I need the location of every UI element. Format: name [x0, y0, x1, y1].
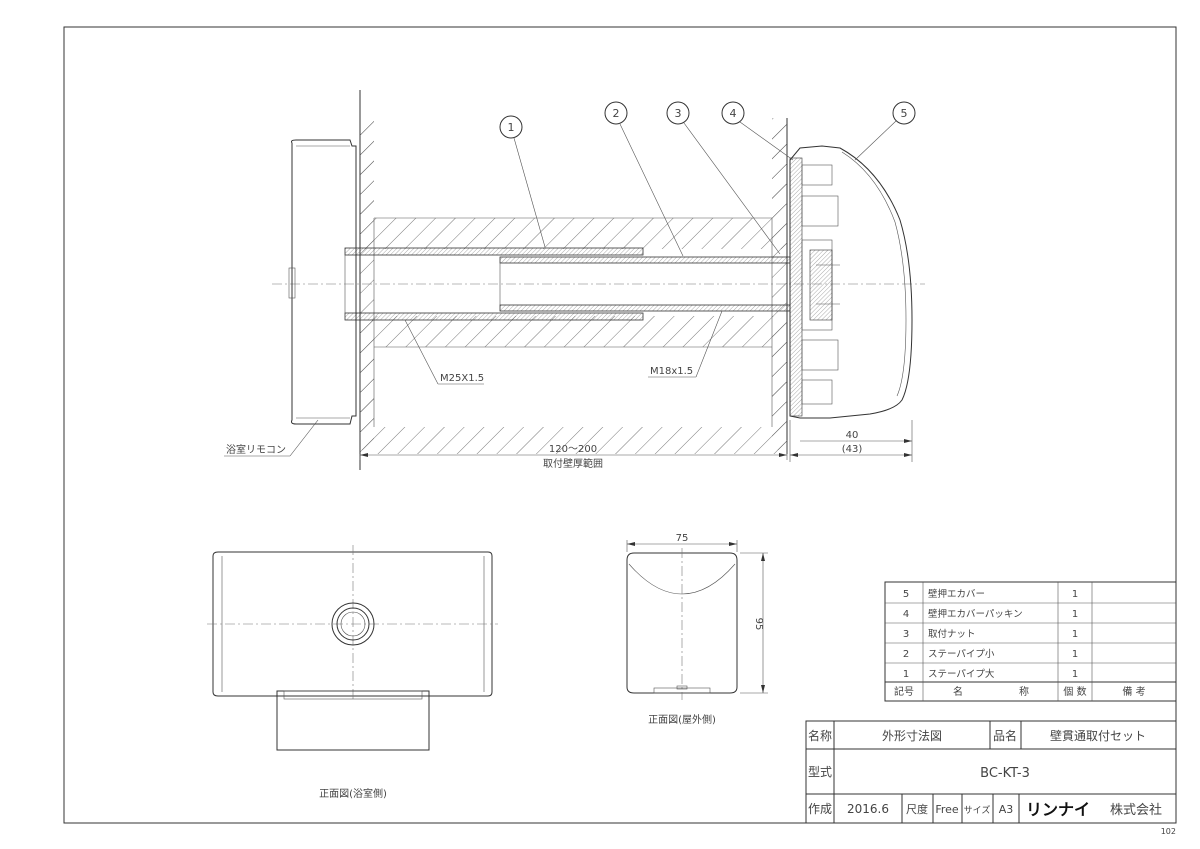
- stay-pipe-large: [344, 247, 644, 256]
- part-row-2-no: 2: [903, 649, 909, 660]
- callout-m25: M25X1.5: [404, 319, 484, 385]
- part-row-5-no: 5: [903, 589, 909, 600]
- part-row-4-qty: 1: [1072, 609, 1078, 620]
- svg-text:正面図(浴室側): 正面図(浴室側): [319, 787, 387, 800]
- svg-text:M25X1.5: M25X1.5: [440, 373, 484, 384]
- svg-text:4: 4: [730, 107, 737, 120]
- balloon-2: 2: [604, 101, 684, 257]
- company-suffix: 株式会社: [1110, 802, 1162, 818]
- svg-text:3: 3: [675, 107, 682, 120]
- title-size-label: サイズ: [964, 804, 991, 816]
- balloon-5: 5: [854, 101, 916, 161]
- title-scale-label: 尺度: [906, 802, 928, 816]
- sheet-border: [63, 26, 1177, 824]
- part-row-1-name: ステーパイプ大: [928, 668, 995, 680]
- svg-text:浴室リモコン: 浴室リモコン: [226, 443, 286, 456]
- parts-header-note: 備 考: [1122, 685, 1145, 698]
- title-block: 名称 外形寸法図 品名 壁貫通取付セット 型式 BC-KT-3 作成 2016.…: [805, 720, 1177, 824]
- svg-text:2: 2: [613, 107, 620, 120]
- dim-wall-range: 120～200 取付壁厚範囲: [359, 440, 788, 470]
- part-row-2-name: ステーパイプ小: [928, 649, 995, 660]
- svg-text:(43): (43): [842, 444, 863, 455]
- balloon-1: 1: [499, 115, 546, 248]
- front-view-outdoor: 75 95 正面図(屋外側): [626, 533, 768, 726]
- part-row-2-qty: 1: [1072, 649, 1078, 660]
- svg-text:正面図(屋外側): 正面図(屋外側): [648, 713, 716, 726]
- title-made-label: 作成: [808, 802, 832, 816]
- wall-cover: [789, 145, 913, 419]
- stay-pipe-small: [499, 256, 791, 264]
- svg-text:1: 1: [508, 121, 515, 134]
- title-size-value: A3: [999, 803, 1014, 816]
- svg-text:40: 40: [846, 430, 859, 441]
- svg-text:75: 75: [676, 533, 689, 544]
- bath-remote-body: [291, 139, 357, 425]
- part-row-1-no: 1: [903, 669, 909, 680]
- balloon-4: 4: [721, 101, 794, 161]
- title-made-value: 2016.6: [847, 802, 889, 816]
- svg-text:95: 95: [753, 618, 764, 631]
- sheet-code: 102: [1161, 827, 1176, 836]
- front-view-bath: 正面図(浴室側): [207, 545, 498, 800]
- title-name-label: 名称: [808, 728, 832, 743]
- part-row-3-qty: 1: [1072, 629, 1078, 640]
- svg-text:取付壁厚範囲: 取付壁厚範囲: [543, 457, 603, 470]
- callout-remote: 浴室リモコン: [224, 419, 319, 457]
- callout-m18: M18x1.5: [648, 310, 723, 378]
- title-model-value: BC-KT-3: [980, 766, 1030, 781]
- part-row-4-name: 壁押エカバーパッキン: [928, 608, 1023, 620]
- part-row-3-no: 3: [903, 629, 909, 640]
- company-logo: リンナイ: [1026, 800, 1090, 819]
- part-row-3-name: 取付ナット: [928, 629, 976, 640]
- section-view: 1 2 3 4 5 M25X1.5: [224, 90, 925, 470]
- part-row-1-qty: 1: [1072, 669, 1078, 680]
- title-name-value: 外形寸法図: [882, 729, 942, 743]
- part-row-5-qty: 1: [1072, 589, 1078, 600]
- parts-header-name-a: 名: [953, 685, 963, 698]
- svg-text:M18x1.5: M18x1.5: [650, 366, 693, 377]
- parts-header-no: 記号: [894, 685, 914, 698]
- svg-text:120～200: 120～200: [549, 444, 597, 455]
- parts-list: 5 壁押エカバー 1 4 壁押エカバーパッキン 1 3 取付ナット 1 2 ステ…: [884, 581, 1177, 702]
- title-scale-value: Free: [935, 803, 959, 816]
- part-row-5-name: 壁押エカバー: [928, 588, 985, 600]
- parts-header-qty: 個 数: [1063, 685, 1086, 698]
- svg-text:5: 5: [901, 107, 908, 120]
- title-product-value: 壁貫通取付セット: [1050, 728, 1146, 743]
- balloon-3: 3: [666, 101, 781, 255]
- title-product-label: 品名: [993, 728, 1017, 743]
- part-row-4-no: 4: [903, 609, 909, 620]
- title-model-label: 型式: [808, 765, 832, 779]
- parts-header-name-b: 称: [1019, 685, 1029, 698]
- dim-depth: 40 (43): [789, 420, 913, 462]
